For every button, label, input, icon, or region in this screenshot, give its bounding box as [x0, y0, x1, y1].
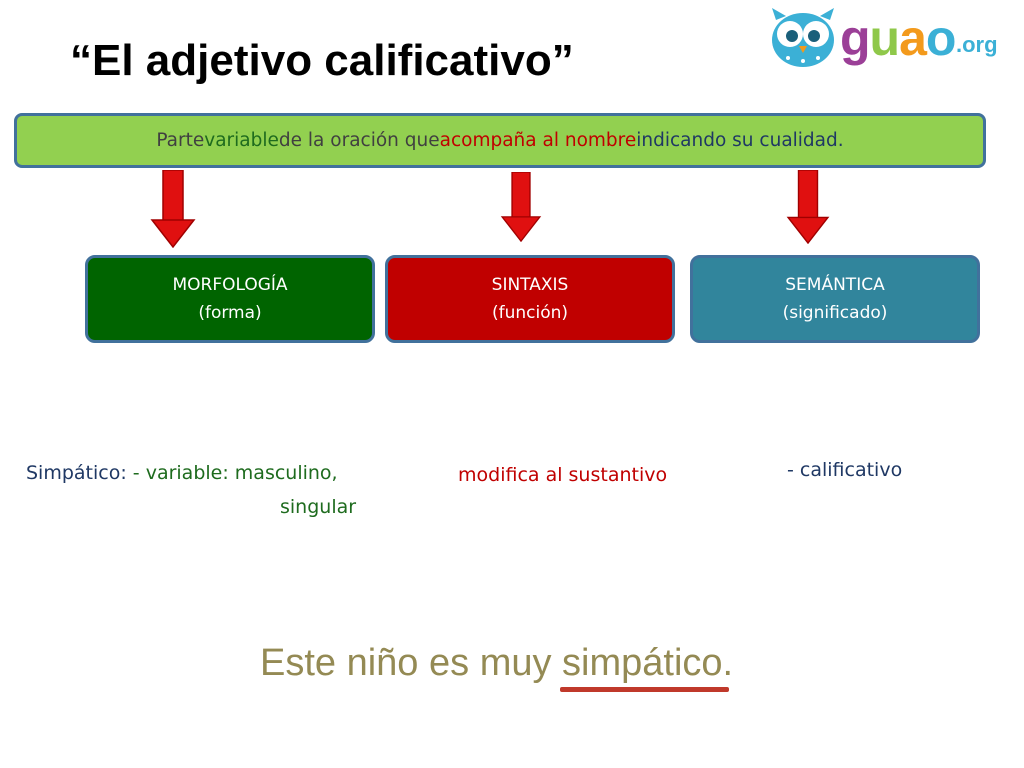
example-line-2: singular — [280, 496, 357, 518]
example-sentence: Este niño es muy simpático. — [260, 642, 734, 692]
category-sub: (significado) — [782, 303, 888, 323]
category-sintaxis: SINTAXIS (función) — [385, 255, 675, 343]
category-label: SEMÁNTICA — [785, 275, 885, 295]
example-semantica: - calificativo — [787, 459, 903, 481]
guao-logo: guao .org — [768, 6, 998, 68]
category-semantica: SEMÁNTICA (significado) — [690, 255, 980, 343]
logo-letter-g: g — [840, 10, 871, 66]
definition-acompana: acompaña al nombre — [439, 130, 637, 151]
definition-variable: variable — [204, 130, 279, 151]
category-morfologia: MORFOLOGÍA (forma) — [85, 255, 375, 343]
arrow-down-icon — [500, 172, 542, 242]
definition-cualidad: indicando su cualidad. — [636, 130, 844, 151]
definition-bar: Parte variable de la oración que acompañ… — [14, 113, 986, 168]
definition-part-3: de la oración que — [278, 130, 440, 151]
arrow-down-icon — [150, 170, 196, 248]
example-sintaxis: modifica al sustantivo — [458, 464, 668, 486]
example-morfologia: Simpático: - variable: masculino, singul… — [26, 456, 426, 524]
sentence-adjective: simpático — [560, 642, 729, 692]
example-line-1: - variable: masculino, — [126, 462, 338, 484]
sentence-after: . — [722, 642, 734, 684]
sentence-word-text: simpático — [562, 642, 723, 684]
adjective-underline — [560, 687, 729, 692]
category-label: SINTAXIS — [491, 275, 569, 295]
category-sub: (función) — [491, 303, 569, 323]
logo-letter-a: a — [899, 10, 927, 66]
example-term: Simpático: — [26, 462, 127, 484]
category-sub: (forma) — [198, 303, 262, 323]
definition-part-1: Parte — [156, 130, 205, 151]
logo-letter-o: o — [925, 10, 957, 66]
sentence-before: Este niño es muy — [260, 642, 563, 684]
page-title: “El adjetivo calificativo” — [70, 36, 574, 85]
owl-icon — [772, 8, 834, 67]
arrow-down-icon — [786, 170, 830, 244]
logo-org-text: .org — [956, 32, 998, 57]
logo-letter-u: u — [869, 10, 901, 66]
category-label: MORFOLOGÍA — [172, 275, 288, 295]
